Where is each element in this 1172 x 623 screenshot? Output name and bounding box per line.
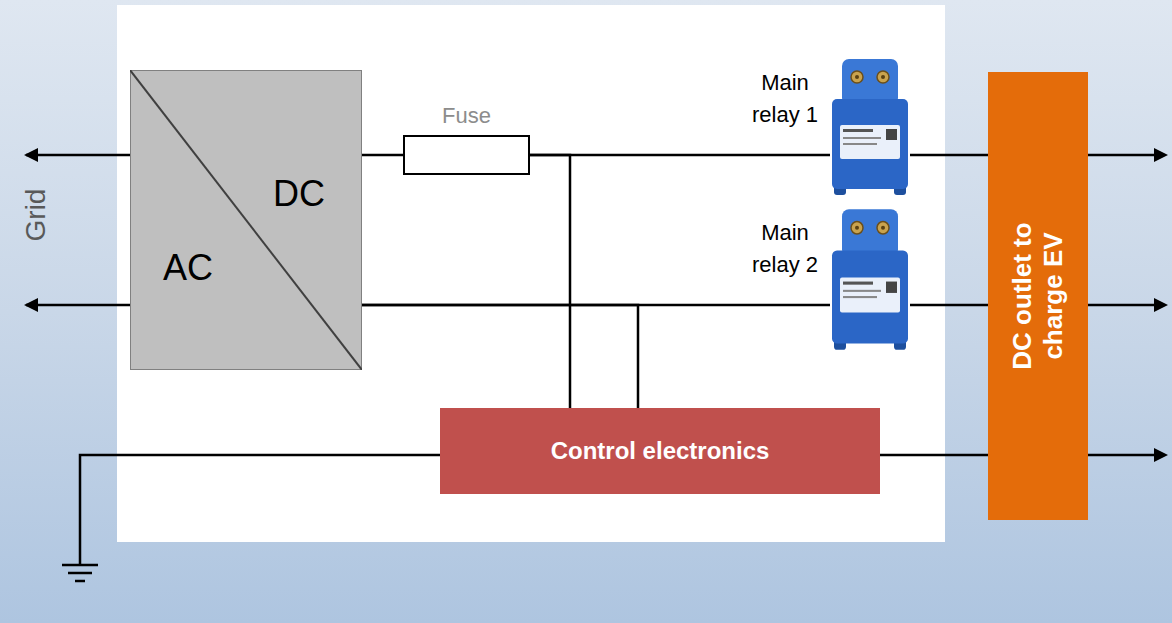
- wire: [910, 154, 988, 157]
- arrow-head: [1154, 448, 1168, 462]
- relay-box: Main relay 1: [830, 55, 910, 200]
- wire: [530, 155, 570, 408]
- control-label: Control electronics: [551, 437, 770, 465]
- arrow-head: [1154, 148, 1168, 162]
- ev-line: [1088, 454, 1160, 457]
- converter-label: AC: [163, 247, 213, 289]
- wire: [362, 154, 403, 157]
- arrow-head: [24, 148, 38, 162]
- outlet-box: DC outlet to charge EV: [988, 72, 1088, 520]
- grid-line: [26, 304, 130, 307]
- arrow-head: [1154, 298, 1168, 312]
- converter-label: DC: [273, 173, 325, 215]
- arrow-head: [24, 298, 38, 312]
- white-panel: [117, 5, 945, 542]
- wire: [530, 154, 830, 157]
- fuse-box: Fuse: [403, 135, 530, 175]
- grid-label: Grid: [20, 189, 52, 242]
- relay-picture: [830, 205, 910, 355]
- diagonal-line: [130, 70, 362, 370]
- control-box: Control electronics: [440, 408, 880, 494]
- ground-symbol: [68, 572, 92, 575]
- relay-label: Main relay 1: [740, 67, 830, 131]
- grid-line: [26, 154, 130, 157]
- wire: [880, 454, 988, 457]
- converter-box: DC AC: [130, 70, 362, 370]
- ground-wire: [80, 455, 440, 565]
- ground-symbol: [62, 564, 98, 567]
- fuse-label: Fuse: [442, 103, 491, 129]
- ground-symbol: [75, 580, 85, 583]
- relay-picture: [830, 55, 910, 200]
- ev-line: [1088, 304, 1160, 307]
- ev-line: [1088, 154, 1160, 157]
- outlet-label: DC outlet to charge EV: [1007, 201, 1069, 391]
- relay-box: Main relay 2: [830, 205, 910, 355]
- wire: [910, 304, 988, 307]
- wire: [362, 305, 638, 408]
- relay-label: Main relay 2: [740, 217, 830, 281]
